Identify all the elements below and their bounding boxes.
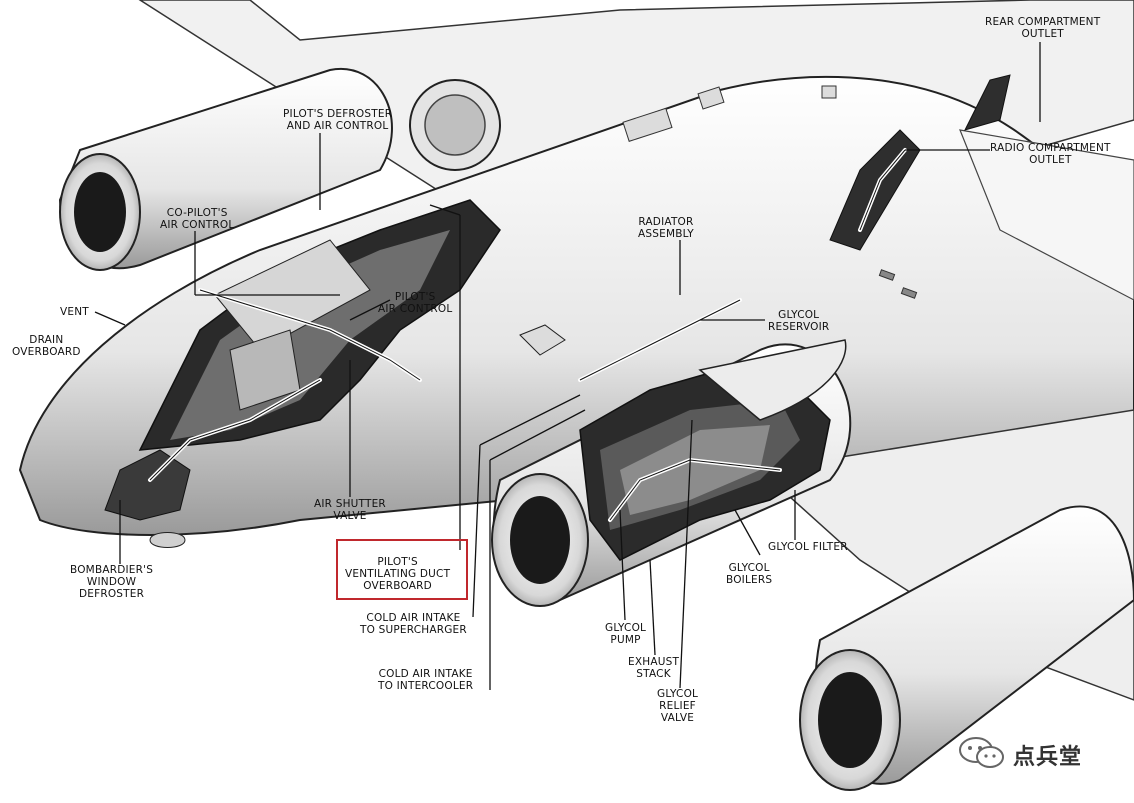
label-glycol-filter: GLYCOL FILTER (768, 541, 848, 553)
wechat-icon (959, 737, 1004, 768)
label-vent: VENT (60, 306, 89, 318)
leader-lines (94, 42, 1041, 690)
watermark: 点兵堂 (958, 733, 1108, 773)
propeller-spinner (698, 339, 847, 421)
nose-cutaway (104, 449, 191, 521)
tail-region (959, 129, 1134, 301)
watermark-text: 点兵堂 (1013, 745, 1083, 770)
highlight-box (336, 539, 468, 600)
window (622, 107, 673, 142)
rear-compartment-cutaway (964, 74, 1011, 131)
